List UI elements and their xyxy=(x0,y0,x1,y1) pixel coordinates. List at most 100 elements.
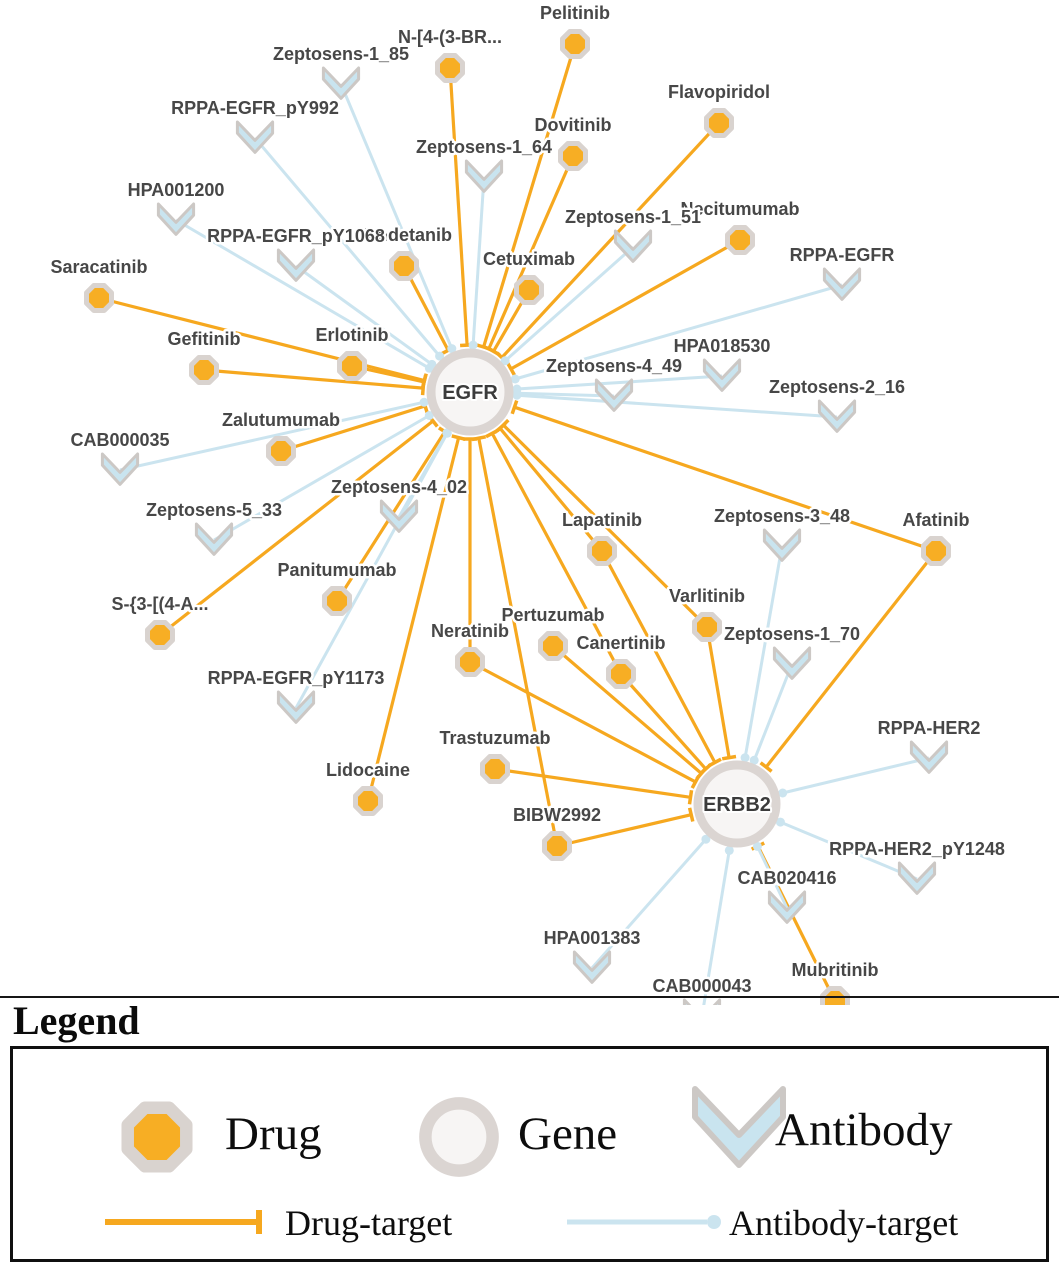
edge-dot-hpa001383 xyxy=(701,834,711,844)
drug-label-afatinib: Afatinib xyxy=(903,510,970,530)
edge-lapatinib-erbb2 xyxy=(600,550,717,764)
antibody-node-rppa-egfr-py1173[interactable] xyxy=(276,690,316,724)
drug-node-n4-3br[interactable] xyxy=(435,53,465,83)
edge-lidocaine-egfr xyxy=(366,437,461,802)
edge-dot-cab000035 xyxy=(419,397,429,407)
edge-cab020416-erbb2 xyxy=(756,845,789,909)
gene-node-erbb2[interactable] xyxy=(693,760,781,848)
edge-hpa001383-erbb2 xyxy=(590,838,708,969)
edge-afatinib-egfr xyxy=(513,405,937,553)
drug-node-flavopiridol[interactable] xyxy=(704,108,734,138)
edge-zeptosens-1-85-egfr xyxy=(339,83,454,350)
edge-dot-cab000043 xyxy=(724,845,734,855)
antibody-node-zeptosens-4-02[interactable] xyxy=(379,499,419,533)
drug-label-necitumumab: Necitumumab xyxy=(680,199,799,219)
antibody-node-cab000043[interactable] xyxy=(682,998,722,1005)
edge-saracatinib-egfr xyxy=(98,296,425,383)
antibody-node-zeptosens-1-70[interactable] xyxy=(772,646,812,680)
drug-node-cetuximab[interactable] xyxy=(514,275,544,305)
edge-zeptosens-3-48-erbb2 xyxy=(743,545,784,758)
edge-bibw2992-egfr xyxy=(477,437,559,847)
antibody-node-zeptosens-4-49[interactable] xyxy=(594,378,634,412)
drug-node-s3-4a[interactable] xyxy=(145,620,175,650)
edge-zeptosens-1-64-egfr xyxy=(471,176,486,346)
edge-gefitinib-egfr xyxy=(203,368,424,390)
antibody-node-hpa018530[interactable] xyxy=(702,358,742,392)
antibody-label-cab000035: CAB000035 xyxy=(70,430,169,450)
antibody-node-zeptosens-1-51[interactable] xyxy=(613,229,653,263)
drug-node-pertuzumab[interactable] xyxy=(538,631,568,661)
drug-node-bibw2992[interactable] xyxy=(542,831,572,861)
drug-node-canertinib[interactable] xyxy=(606,659,636,689)
drug-label-vandetanib: Vandetanib xyxy=(356,225,452,245)
drug-label-trastuzumab: Trastuzumab xyxy=(439,728,550,748)
drug-node-gefitinib[interactable] xyxy=(189,355,219,385)
drug-label-zalutumumab: Zalutumumab xyxy=(222,410,340,430)
gene-node-egfr[interactable] xyxy=(426,348,514,436)
legend-box: Drug Gene Antibody Drug-target Antibody-… xyxy=(10,1046,1049,1262)
edge-rppa-egfr-py992-egfr xyxy=(253,137,441,358)
antibody-node-cab020416[interactable] xyxy=(767,890,807,924)
edge-tee-erlotinib xyxy=(420,374,428,390)
drug-node-necitumumab[interactable] xyxy=(725,225,755,255)
drug-node-vandetanib[interactable] xyxy=(389,251,419,281)
edge-necitumumab-egfr xyxy=(510,238,741,371)
drug-node-lapatinib[interactable] xyxy=(587,536,617,566)
drug-node-afatinib[interactable] xyxy=(921,536,951,566)
antibody-node-zeptosens-3-48[interactable] xyxy=(762,528,802,562)
edge-dot-rppa-egfr xyxy=(510,374,520,384)
antibody-node-rppa-her2-py1248[interactable] xyxy=(897,861,937,895)
drug-node-saracatinib[interactable] xyxy=(84,283,114,313)
edge-tee-afatinib xyxy=(759,761,773,773)
edge-trastuzumab-erbb2 xyxy=(494,767,691,799)
legend-antibody-target-label: Antibody-target xyxy=(729,1203,959,1243)
edge-flavopiridol-egfr xyxy=(500,121,721,359)
antibody-node-cab000035[interactable] xyxy=(100,452,140,486)
network-canvas: EGFRERBB2PelitinibN-[4-(3-BR...Flavopiri… xyxy=(50,3,1005,1005)
antibody-node-rppa-her2[interactable] xyxy=(909,740,949,774)
antibody-label-rppa-egfr-py1068: RPPA-EGFR_pY1068 xyxy=(207,226,385,246)
drug-node-panitumumab[interactable] xyxy=(322,586,352,616)
edge-zeptosens-4-49-egfr xyxy=(516,391,615,398)
antibody-label-rppa-her2-py1248: RPPA-HER2_pY1248 xyxy=(829,839,1005,859)
edge-dot-zeptosens-3-48 xyxy=(740,753,750,763)
drug-node-zalutumumab[interactable] xyxy=(266,436,296,466)
edge-tee-afatinib xyxy=(510,400,519,415)
edge-dot-rppa-egfr-py1068 xyxy=(427,359,437,369)
drug-node-dovitinib[interactable] xyxy=(558,141,588,171)
drug-node-trastuzumab[interactable] xyxy=(480,754,510,784)
antibody-label-rppa-egfr: RPPA-EGFR xyxy=(790,245,895,265)
drug-node-neratinib[interactable] xyxy=(455,647,485,677)
drug-node-varlitinib[interactable] xyxy=(692,612,722,642)
antibody-node-zeptosens-2-16[interactable] xyxy=(817,399,857,433)
edge-varlitinib-erbb2 xyxy=(705,626,731,758)
edge-tee-canertinib xyxy=(699,762,713,775)
antibody-label-zeptosens-1-85: Zeptosens-1_85 xyxy=(273,44,409,64)
drug-node-lidocaine[interactable] xyxy=(353,786,383,816)
antibody-node-rppa-egfr-py992[interactable] xyxy=(235,120,275,154)
antibody-target-edge-icon xyxy=(567,1215,721,1229)
antibody-node-rppa-egfr-py1068[interactable] xyxy=(276,248,316,282)
antibody-node-icon xyxy=(692,1086,786,1168)
antibody-label-zeptosens-4-49: Zeptosens-4_49 xyxy=(546,356,682,376)
edge-dot-zeptosens-1-85 xyxy=(447,344,457,354)
edge-neratinib-erbb2 xyxy=(469,660,697,784)
edge-canertinib-egfr xyxy=(490,432,623,675)
gene-circle-shape xyxy=(419,1097,499,1177)
antibody-node-rppa-egfr[interactable] xyxy=(822,267,862,301)
antibody-node-hpa001383[interactable] xyxy=(572,950,612,984)
drug-label-varlitinib: Varlitinib xyxy=(669,586,745,606)
drug-node-erlotinib[interactable] xyxy=(337,351,367,381)
antibody-label-zeptosens-4-02: Zeptosens-4_02 xyxy=(331,477,467,497)
antibody-node-zeptosens-1-85[interactable] xyxy=(321,66,361,100)
gene-label-egfr: EGFR xyxy=(442,382,498,404)
antibody-label-zeptosens-2-16: Zeptosens-2_16 xyxy=(769,377,905,397)
antibody-node-hpa001200[interactable] xyxy=(156,202,196,236)
antibody-node-zeptosens-1-64[interactable] xyxy=(464,159,504,193)
drug-label-flavopiridol: Flavopiridol xyxy=(668,82,770,102)
drug-node-pelitinib[interactable] xyxy=(560,29,590,59)
antibody-node-zeptosens-5-33[interactable] xyxy=(194,522,234,556)
antibody-label-zeptosens-1-51: Zeptosens-1_51 xyxy=(565,207,701,227)
legend-heading: Legend xyxy=(13,998,140,1043)
edge-dot-zeptosens-1-51 xyxy=(500,356,510,366)
